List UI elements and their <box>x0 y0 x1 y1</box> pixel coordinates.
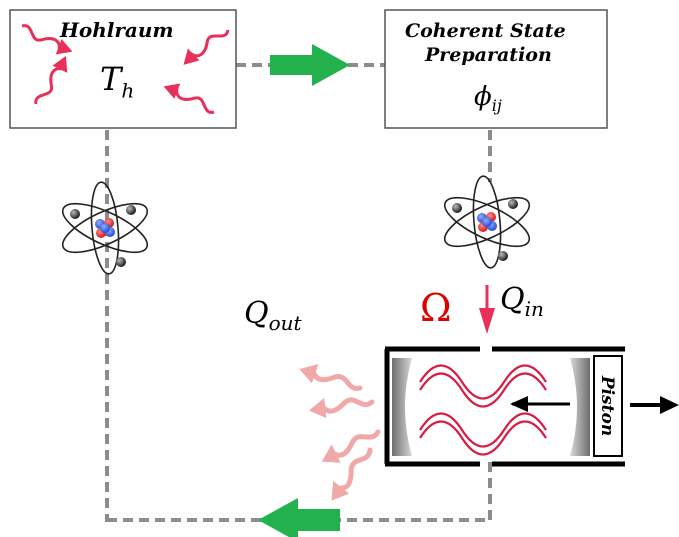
temperature-label: Th <box>100 60 134 102</box>
state-symbol: ϕ <box>474 82 492 112</box>
heat-out-arrow-icon <box>308 396 372 422</box>
state-label: ϕij <box>474 82 502 115</box>
hohlraum-title: Hohlraum <box>60 18 174 42</box>
q-in-subscript: in <box>524 297 544 321</box>
temperature-subscript: h <box>121 78 135 103</box>
q-in-arrowhead <box>479 308 495 334</box>
heat-engine <box>384 346 625 467</box>
q-in-symbol: Q <box>500 282 525 317</box>
hohlraum-box <box>9 9 237 129</box>
atom-icon <box>437 174 537 270</box>
q-out-subscript: out <box>268 311 302 335</box>
q-in-label: Qin <box>500 282 544 321</box>
green-arrow-icon <box>270 44 350 86</box>
left-mirror <box>392 358 412 456</box>
heat-out-arrow-icon <box>318 432 383 468</box>
wave-4 <box>419 420 547 456</box>
q-out-symbol: Q <box>244 296 269 331</box>
frequency-label: Ω <box>420 286 452 330</box>
wave-1 <box>419 364 547 400</box>
wave-2 <box>419 372 547 408</box>
green-arrow-icon <box>258 498 340 537</box>
state-subscript: ij <box>491 96 502 116</box>
coherent-state-box <box>384 9 608 129</box>
right-mirror <box>570 358 590 456</box>
temperature-symbol: T <box>100 60 122 98</box>
q-out-label: Qout <box>244 296 302 335</box>
wave-3 <box>419 412 547 448</box>
piston-label: Piston <box>597 375 617 437</box>
coherent-title-line1: Coherent State <box>405 20 566 42</box>
coherent-title-line2: Preparation <box>425 44 552 66</box>
piston <box>593 355 623 457</box>
piston-arrowhead <box>660 396 679 414</box>
